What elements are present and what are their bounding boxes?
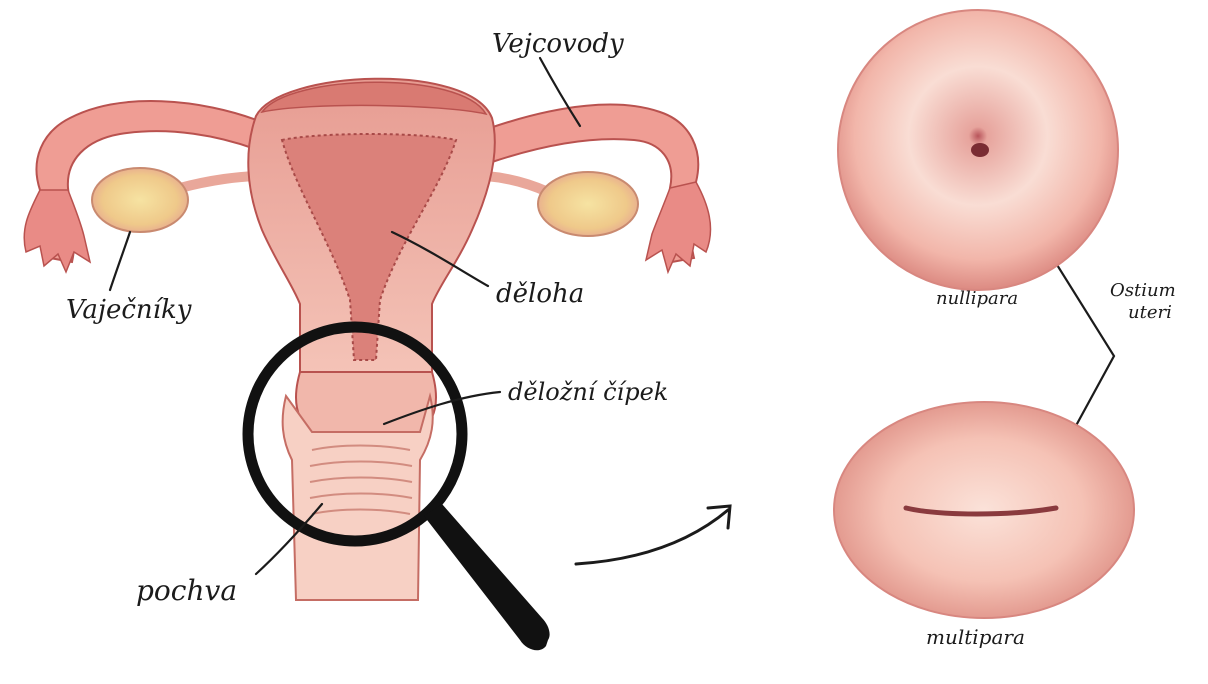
label-multipara: multipara <box>926 625 1025 649</box>
label-vejcovody: Vejcovody <box>492 29 624 59</box>
arrow-icon <box>576 506 730 564</box>
right-ovarian-ligament <box>486 176 548 192</box>
label-deloha: děloha <box>496 279 584 309</box>
label-nullipara: nullipara <box>936 288 1018 309</box>
label-vajecniky: Vaječníky <box>66 295 192 325</box>
cervix-nullipara-view <box>838 10 1118 290</box>
leader-vajecniky <box>110 232 130 290</box>
right-ovary <box>538 172 638 236</box>
label-ostium: Ostium <box>1110 280 1176 301</box>
external-os-nullipara <box>971 143 989 157</box>
cervix <box>296 372 436 432</box>
left-ovary <box>92 168 188 232</box>
cervix-multipara-view <box>834 402 1134 618</box>
label-uteri: uteri <box>1128 302 1172 323</box>
label-cipek: děložní čípek <box>508 378 668 406</box>
uterus-anatomy <box>24 79 710 651</box>
label-pochva: pochva <box>136 574 237 607</box>
